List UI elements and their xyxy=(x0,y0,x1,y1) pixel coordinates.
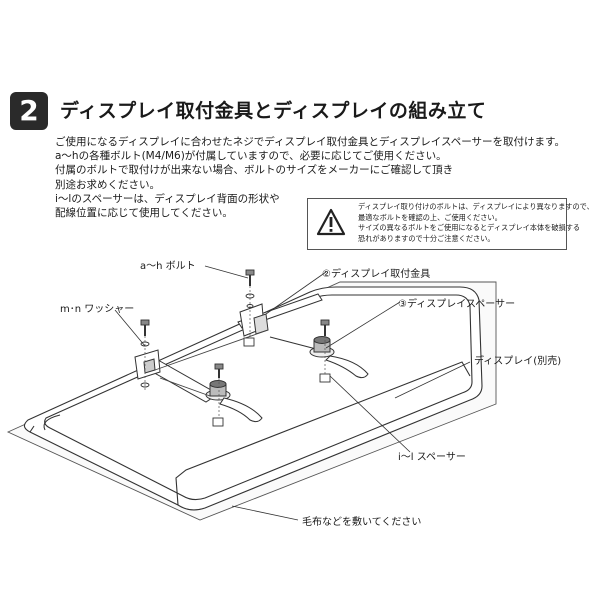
warning-line: 恐れがありますので十分ご注意ください。 xyxy=(358,233,495,243)
intro-line: 別途お求めください。 xyxy=(55,178,160,191)
bolt-a xyxy=(245,269,255,308)
intro-line: ご使用になるディスプレイに合わせたネジでディスプレイ取付金具とディスプレイスペー… xyxy=(55,136,565,148)
spacer-e xyxy=(243,337,255,347)
warning-box: ディスプレイ取り付けのボルトは、ディスプレイにより異なりますので、 最適なボルト… xyxy=(307,198,594,250)
connector-lines xyxy=(154,329,269,397)
step-title: ディスプレイ取付金具とディスプレイの組み立て xyxy=(60,100,487,122)
label-bracket: ②ディスプレイ取付金具 xyxy=(322,269,431,280)
right-spacer-arm xyxy=(269,336,369,379)
label-spacer-item: ③ディスプレイスペーサー xyxy=(398,299,516,310)
label-bolts: a〜h ボルト xyxy=(140,261,196,272)
label-spacers: i〜l スペーサー xyxy=(398,452,466,463)
intro-line: 付属のボルトで取付けが出来ない場合、ボルトのサイズをメーカーにご確認して頂き xyxy=(55,164,454,177)
intro-text: ご使用になるディスプレイに合わせたネジでディスプレイ取付金具とディスプレイスペー… xyxy=(55,135,565,220)
label-display: ディスプレイ(別売) xyxy=(474,356,562,367)
guide-lines xyxy=(144,286,326,418)
label-cloth: 毛布などを敷いてください xyxy=(302,517,422,528)
warning-line: サイズの異なるボルトをご使用になるとディスプレイ本体を破損する xyxy=(358,223,581,232)
label-washer: m･n ワッシャー xyxy=(60,304,135,315)
intro-line: i〜lのスペーサーは、ディスプレイ背面の形状や xyxy=(55,192,280,205)
warning-triangle-icon xyxy=(316,208,346,236)
display-panel xyxy=(23,286,483,511)
bolt-d xyxy=(212,363,224,427)
intro-line: 配線位置に応じて使用してください。 xyxy=(55,207,233,220)
intro-line: a〜hの各種ボルト(M4/M6)が付属していますので、必要に応じてご使用ください… xyxy=(55,150,447,163)
warning-line: ディスプレイ取り付けのボルトは、ディスプレイにより異なりますので、 xyxy=(358,202,594,211)
leader-lines xyxy=(114,265,471,521)
upper-bracket xyxy=(237,293,323,337)
warning-text: ディスプレイ取り付けのボルトは、ディスプレイにより異なりますので、 最適なボルト… xyxy=(358,202,594,244)
step-number-badge: 2 xyxy=(10,92,48,130)
warning-line: 最適なボルトを確認の上、ご使用ください。 xyxy=(358,212,502,222)
